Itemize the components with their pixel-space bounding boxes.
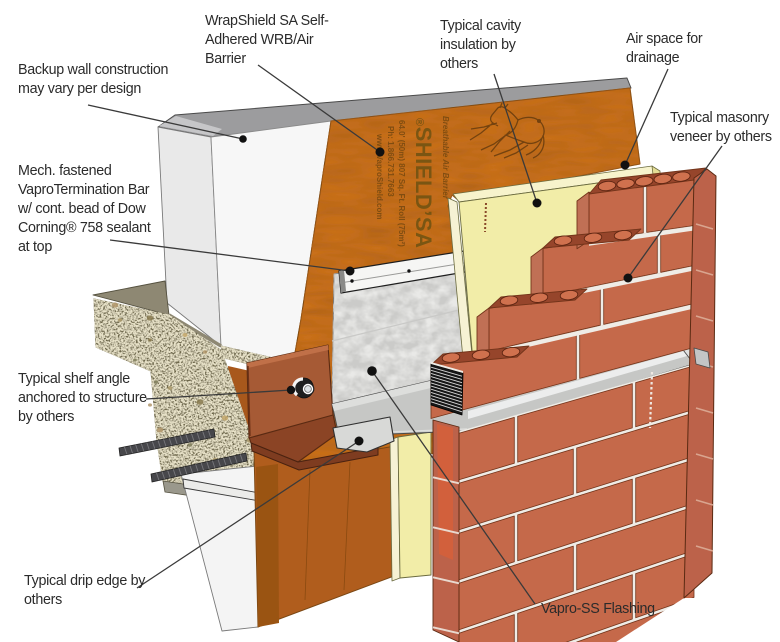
svg-text:WrapShield SA Self-Adhered WR: WrapShield SA Self-Adhered WRB/AirBarrie… xyxy=(205,13,329,67)
svg-text:Ph: 1.866.731.7663: Ph: 1.866.731.7663 xyxy=(386,126,395,197)
svg-text:Breathable Air Barrier: Breathable Air Barrier xyxy=(441,116,450,200)
svg-text:Vapro-SS Flashing: Vapro-SS Flashing xyxy=(541,601,655,617)
svg-text:®SHIELD’SA: ®SHIELD’SA xyxy=(411,118,436,248)
svg-text:www.VaproShield.com: www.VaproShield.com xyxy=(375,133,384,220)
svg-text:64.0' (50m) 807 Sq. Ft. Roll (: 64.0' (50m) 807 Sq. Ft. Roll (75m²) xyxy=(397,120,406,247)
